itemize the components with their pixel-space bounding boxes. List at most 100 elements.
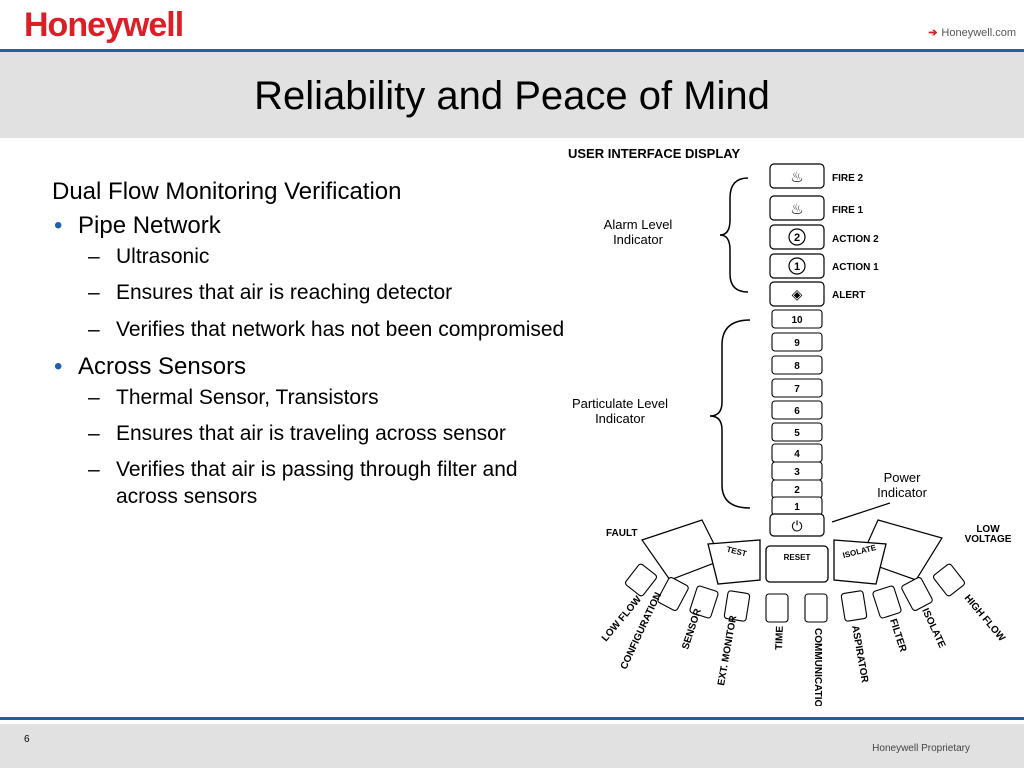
honeywell-logo: Honeywell xyxy=(24,6,184,44)
dash-marker: – xyxy=(88,281,100,305)
bullet-text: Pipe Network xyxy=(78,212,221,239)
isolate-button: ISOLATE xyxy=(833,539,887,585)
footer-rule xyxy=(0,717,1024,720)
sub-bullet-text: Ultrasonic xyxy=(116,245,210,268)
reset-button: RESET xyxy=(765,545,829,583)
honeywell-com-link-text[interactable]: Honeywell.com xyxy=(941,27,1016,39)
indicator-pad xyxy=(901,576,933,612)
level-indicator-1: 1 xyxy=(771,496,823,516)
honeywell-com-link[interactable]: ➔Honeywell.com xyxy=(928,26,1016,39)
sub-bullet-text: Verifies that network has not been compr… xyxy=(116,317,565,341)
level-number: 2 xyxy=(794,485,800,496)
fault-label: FAULT xyxy=(606,528,637,539)
indicator-frame xyxy=(771,355,823,375)
indicator-pad xyxy=(804,593,828,623)
level-number: 5 xyxy=(794,428,800,439)
indicator-pad xyxy=(932,563,966,597)
circle-two-icon xyxy=(788,228,806,246)
alert-icon: ◈ xyxy=(792,286,803,302)
particulate-brace xyxy=(709,319,751,509)
bullet-item: • Across Sensors xyxy=(52,353,572,381)
level-number: 1 xyxy=(794,502,800,513)
indicator-pad xyxy=(689,585,719,619)
status-indicator-fan xyxy=(624,563,966,623)
reset-button-frame xyxy=(765,545,829,583)
alarm-item-label: FIRE 2 xyxy=(832,173,864,184)
indicator-pad xyxy=(840,590,868,622)
bullet-item: • Pipe Network xyxy=(52,212,572,240)
indicator-pad xyxy=(624,563,658,597)
indicator-pad xyxy=(657,576,689,612)
slide-title: Reliability and Peace of Mind xyxy=(254,74,770,118)
power-label-line: Indicator xyxy=(877,485,928,500)
sub-bullet-text: Verifies that air is passing through fil… xyxy=(116,458,518,508)
level-indicator-7: 7 xyxy=(771,378,823,398)
circle-two-icon-number: 2 xyxy=(794,232,800,244)
fan-label-filter: FILTER xyxy=(887,618,908,655)
power-label-line: Power xyxy=(884,470,922,485)
title-band xyxy=(0,52,1024,138)
proprietary-notice: Honeywell Proprietary xyxy=(872,743,970,754)
sub-bullet-item: –Ensures that air is reaching detector xyxy=(88,280,572,306)
alarm-item-action-1: 1 ACTION 1 xyxy=(769,253,879,279)
indicator-frame xyxy=(769,163,825,189)
test-button: TEST xyxy=(707,539,761,585)
bullet-text: Across Sensors xyxy=(78,352,247,380)
level-indicator-6: 6 xyxy=(771,400,823,420)
particulate-label-line: Indicator xyxy=(595,411,646,426)
alarm-label-line: Indicator xyxy=(613,232,664,247)
level-number: 8 xyxy=(794,361,800,372)
alarm-item-fire-2: ♨ FIRE 2 xyxy=(769,163,864,189)
sub-bullet-item: –Thermal Sensor, Transistors xyxy=(88,385,572,411)
dash-marker: – xyxy=(88,422,100,445)
indicator-pad xyxy=(872,585,902,619)
fan-label-high-flow: HIGH FLOW xyxy=(962,593,1008,644)
indicator-pad xyxy=(723,590,751,622)
alarm-item-action-2: 2 ACTION 2 xyxy=(769,224,879,250)
indicator-frame xyxy=(769,513,825,537)
circle-one-icon-number: 1 xyxy=(794,261,800,273)
indicator-frame xyxy=(771,422,823,442)
dash-marker: – xyxy=(88,245,100,268)
indicator-frame xyxy=(771,378,823,398)
circle-one-icon xyxy=(788,257,806,275)
test-button-frame xyxy=(707,539,761,585)
dash-marker: – xyxy=(88,317,100,341)
level-indicator-8: 8 xyxy=(771,355,823,375)
alarm-item-label: ACTION 2 xyxy=(832,234,879,245)
level-indicator-2: 2 xyxy=(771,479,823,499)
indicator-frame xyxy=(771,332,823,352)
alarm-item-label: ACTION 1 xyxy=(832,262,879,273)
bullet-marker: • xyxy=(54,352,63,380)
particulate-label-line: Particulate Level xyxy=(572,396,668,411)
indicator-frame xyxy=(769,281,825,307)
level-number: 6 xyxy=(794,406,800,417)
fan-label-time: TIME xyxy=(774,626,786,651)
sub-bullet-text: Ensures that air is reaching detector xyxy=(116,281,453,305)
fan-label-communication: COMMUNICATION xyxy=(812,628,823,706)
level-number: 3 xyxy=(794,467,800,478)
indicator-frame xyxy=(771,400,823,420)
level-indicator-3: 3 xyxy=(771,461,823,481)
bullet-marker: • xyxy=(54,212,63,239)
fan-label-isolate: ISOLATE xyxy=(919,607,947,651)
fan-label-ext-monitor: EXT. MONITOR xyxy=(716,614,739,687)
arrow-right-icon: ➔ xyxy=(928,27,938,39)
slide-body: Dual Flow Monitoring Verification • Pipe … xyxy=(52,178,572,520)
level-indicator-9: 9 xyxy=(771,332,823,352)
level-number: 4 xyxy=(794,449,800,460)
level-number: 7 xyxy=(794,384,800,395)
level-indicator-5: 5 xyxy=(771,422,823,442)
indicator-frame xyxy=(769,253,825,279)
sub-bullet-item: –Ultrasonic xyxy=(88,244,572,270)
level-number: 9 xyxy=(794,338,800,349)
sub-bullet-item: –Ensures that air is traveling across se… xyxy=(88,421,572,447)
level-indicator-10: 10 xyxy=(771,309,823,329)
indicator-frame xyxy=(769,195,825,221)
header-rule xyxy=(0,49,1024,52)
intro-text: Dual Flow Monitoring Verification xyxy=(52,178,402,205)
level-indicator-4: 4 xyxy=(771,443,823,463)
low-voltage-label-line: LOW xyxy=(976,524,1000,535)
power-pointer xyxy=(831,502,891,523)
indicator-frame xyxy=(769,224,825,250)
